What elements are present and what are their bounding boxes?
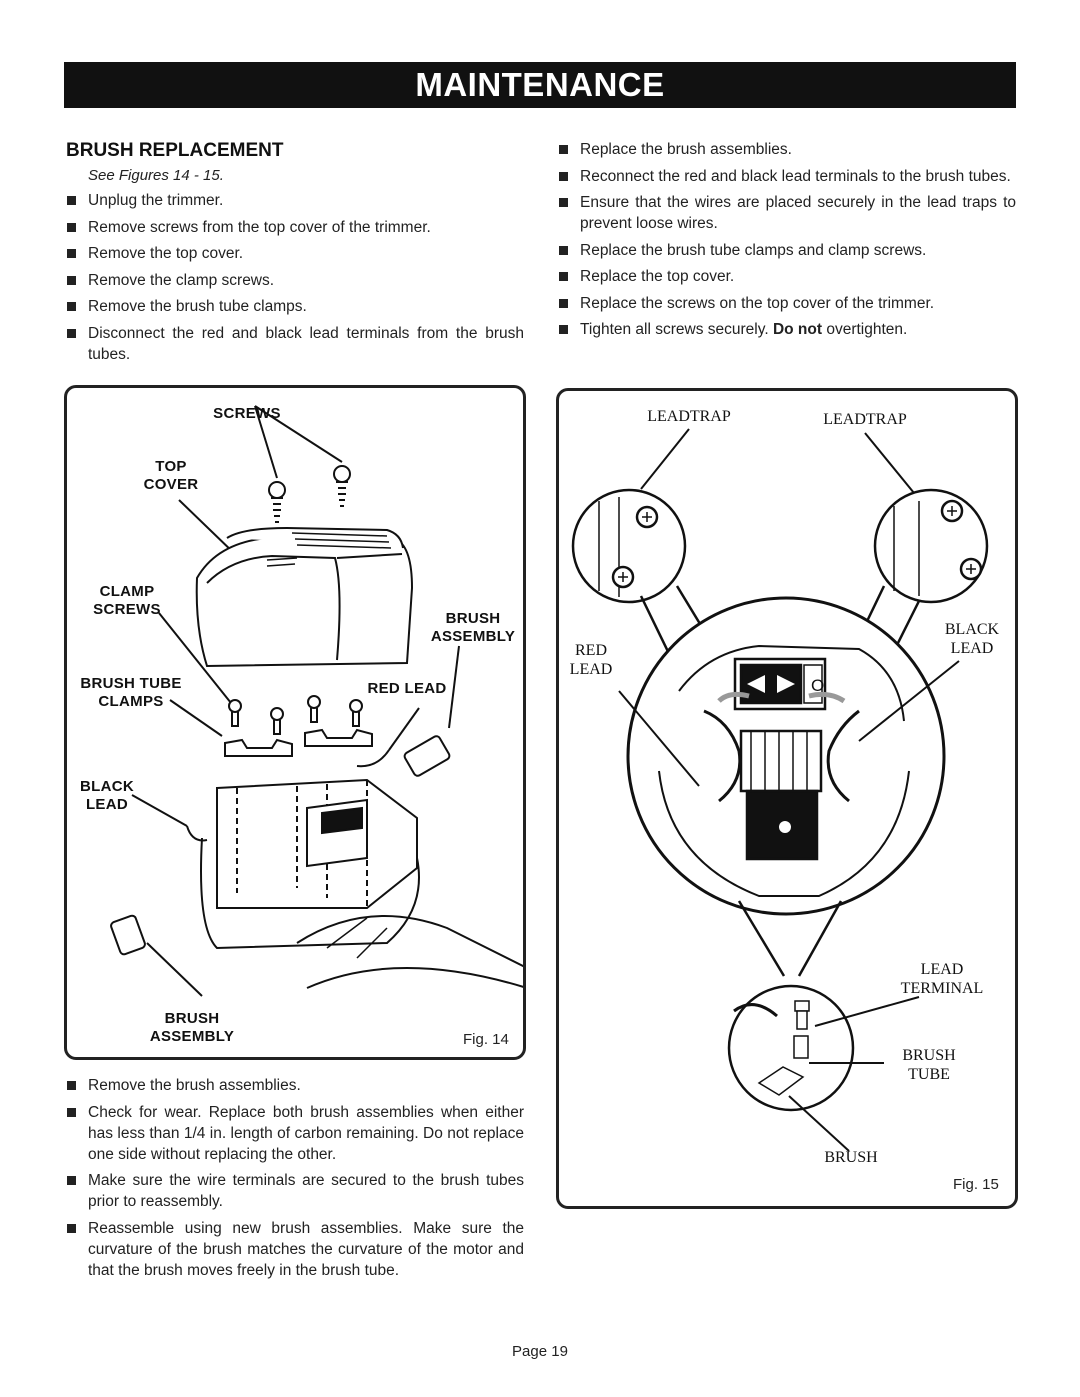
list-item: Replace the brush assemblies. [556,139,1016,160]
label-leadtrap-left: LEADTRAP [647,408,731,425]
label-black-lead: BLACK LEAD [944,621,1000,657]
list-item: Remove the top cover. [64,243,524,264]
warning-emphasis: Do not [772,321,823,338]
label-red-lead: RED LEAD [569,642,613,678]
list-item: Remove the brush assemblies. [64,1075,524,1096]
tighten-text-end: overtighten. [822,321,908,338]
figure-15-caption: Fig. 15 [953,1176,999,1193]
label-brush-tube-clamps: BRUSH TUBE CLAMPS [80,675,182,710]
list-item: Reconnect the red and black lead termina… [556,166,1016,187]
list-item: Remove the clamp screws. [64,270,524,291]
list-item: Remove screws from the top cover of the … [64,217,524,238]
label-brush-assembly-top: BRUSH ASSEMBLY [430,610,516,645]
tighten-text: Tighten all screws securely. [580,321,773,338]
list-item: Replace the screws on the top cover of t… [556,293,1016,314]
page-number: Page 19 [512,1343,568,1360]
label-lead-terminal: LEAD TERMINAL [900,961,984,997]
list-item: Unplug the trimmer. [64,190,524,211]
label-black-lead: BLACK LEAD [80,778,134,813]
inspection-steps-list: Remove the brush assemblies. Check for w… [64,1075,524,1286]
page-banner: MAINTENANCE [64,62,1016,108]
list-item: Replace the brush tube clamps and clamp … [556,240,1016,261]
figure-14-caption: Fig. 14 [463,1031,509,1048]
label-brush-assembly-bottom: BRUSH ASSEMBLY [149,1010,235,1045]
list-item: Disconnect the red and black lead termin… [64,323,524,365]
label-screws: SCREWS [213,405,281,422]
exploded-view-illustration [110,405,523,997]
list-item: Reassemble using new brush assemblies. M… [64,1218,524,1281]
list-item: Ensure that the wires are placed securel… [556,192,1016,234]
figure-reference: See Figures 14 - 15. [88,167,224,184]
removal-steps-list: Unplug the trimmer. Remove screws from t… [64,190,524,370]
brush-wiring-illustration: O [571,428,989,1152]
label-brush-tube: BRUSH TUBE [902,1047,956,1083]
replacement-steps-list: Replace the brush assemblies. Reconnect … [556,139,1016,346]
switch-off-mark: O [811,676,824,695]
label-top-cover: TOP COVER [143,458,199,493]
label-red-lead: RED LEAD [367,680,447,697]
list-item: Remove the brush tube clamps. [64,296,524,317]
list-item: Tighten all screws securely. Do not over… [556,319,1016,340]
figure-14: SCREWS TOP COVER CLAMP SCREWS BRUSH ASSE… [64,385,526,1060]
figure-15: O LEADTRAP LEADTRAP RED LEAD BLACK LEAD … [556,388,1018,1209]
label-brush: BRUSH [824,1149,878,1166]
list-item: Make sure the wire terminals are secured… [64,1170,524,1212]
label-leadtrap-right: LEADTRAP [823,411,907,428]
list-item: Replace the top cover. [556,266,1016,287]
section-title: BRUSH REPLACEMENT [66,140,284,161]
list-item: Check for wear. Replace both brush assem… [64,1102,524,1165]
label-clamp-screws: CLAMP SCREWS [93,583,161,618]
